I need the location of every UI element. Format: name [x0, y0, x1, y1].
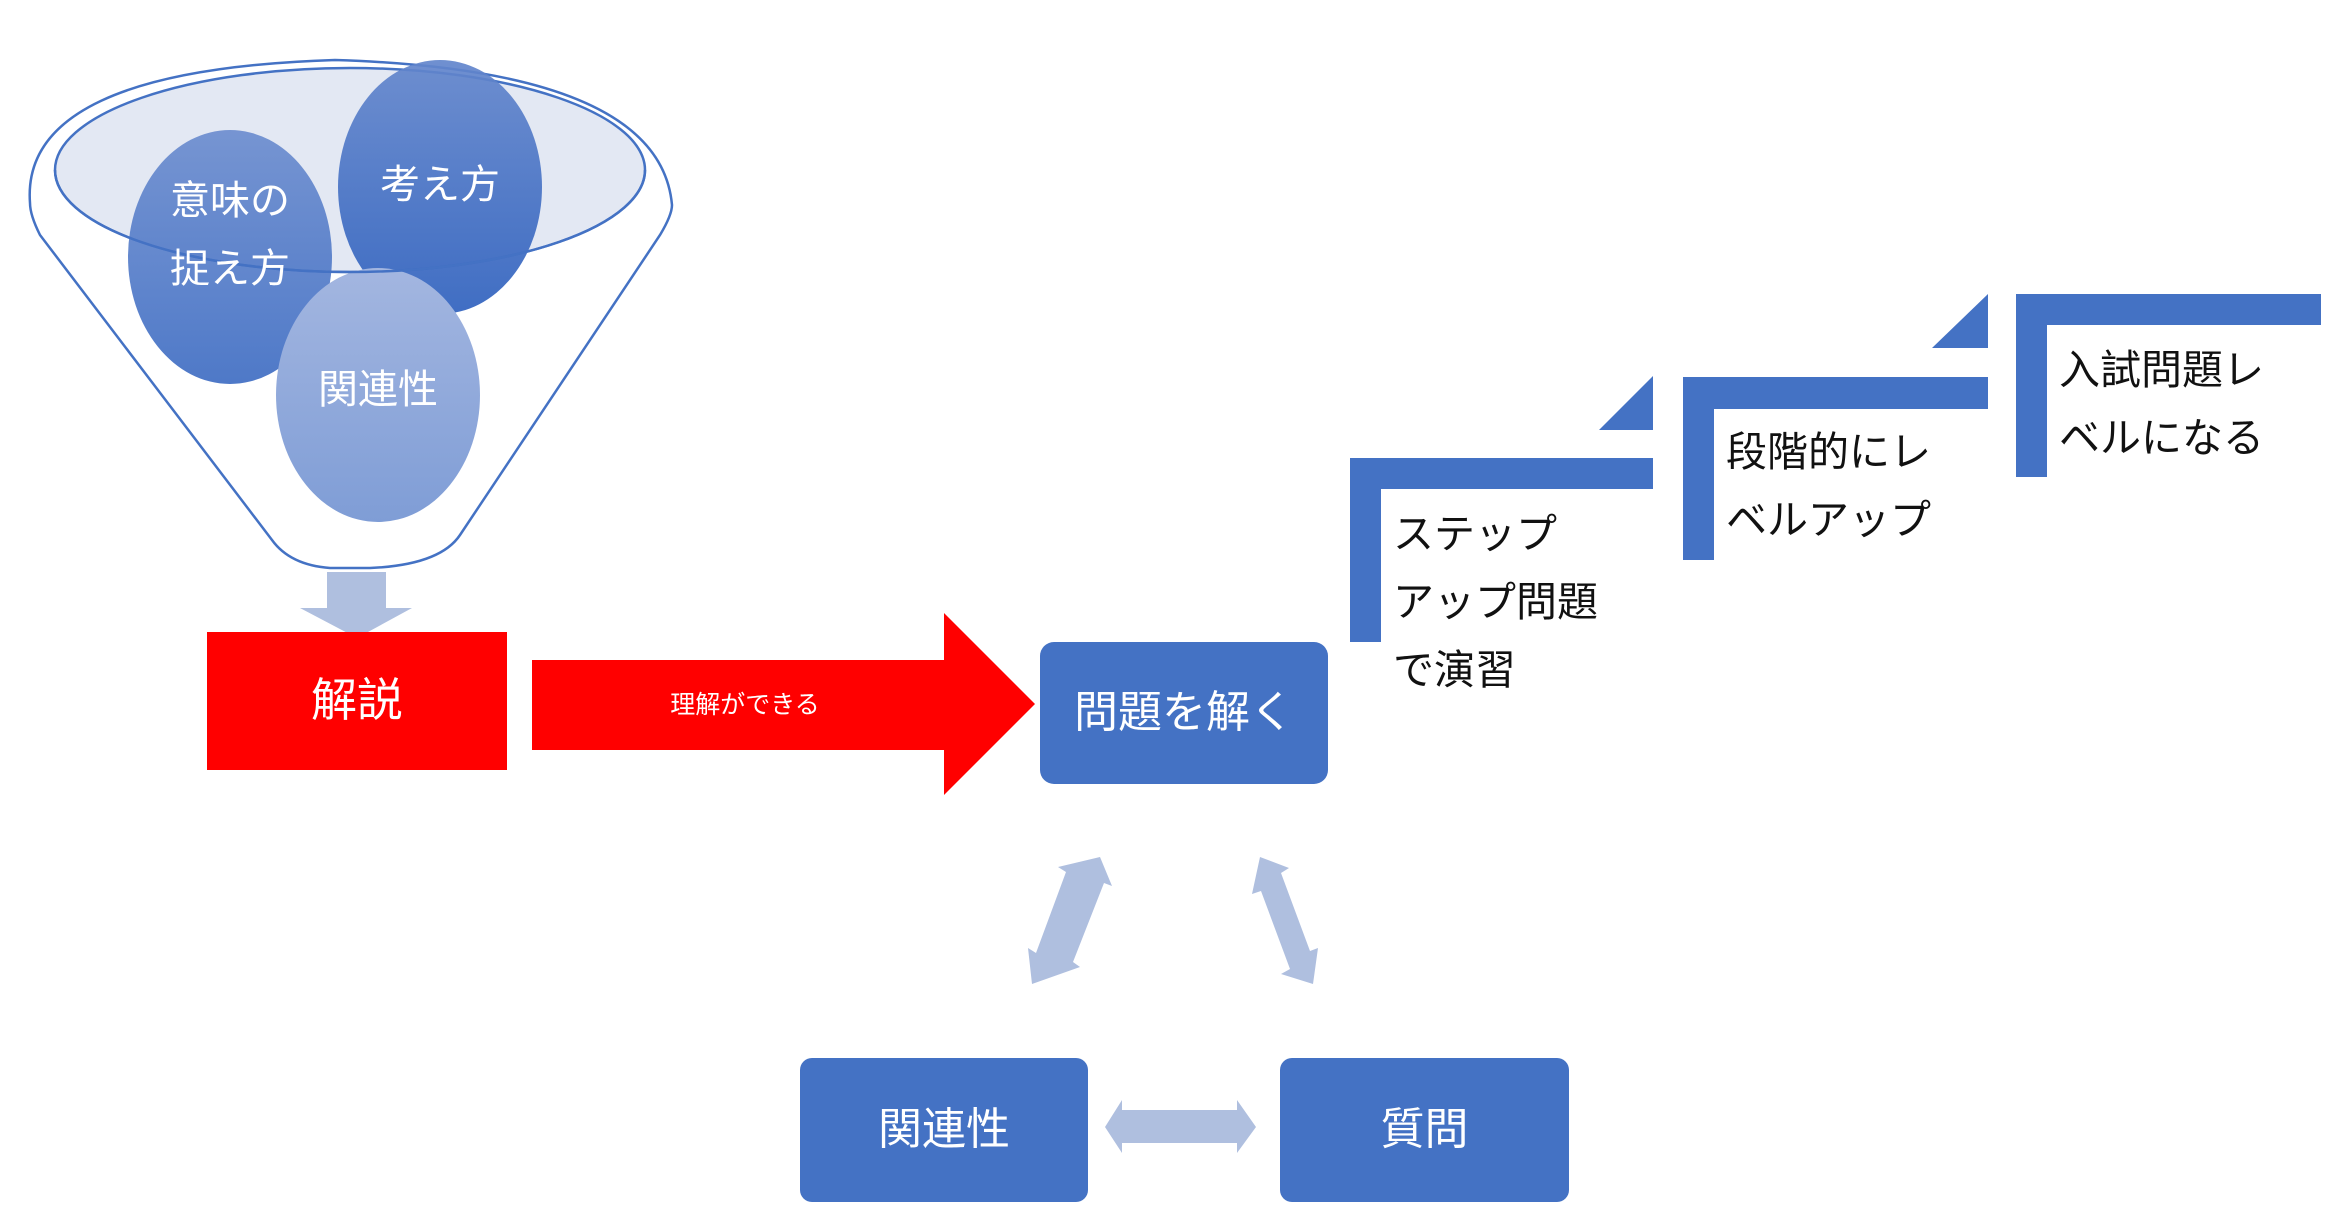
explanation-label: 解説: [311, 673, 403, 728]
down-arrow: [300, 572, 412, 638]
circle-meaning: [128, 130, 332, 384]
circle-relation: [276, 268, 480, 522]
stair-2-bracket: [1683, 377, 1988, 560]
solve-box[interactable]: [1040, 642, 1328, 784]
bidirectional-arrow-left-diagonal: [1028, 857, 1112, 984]
question-box-label: 質問: [1380, 1103, 1469, 1155]
funnel-rim-overlay: [53, 169, 647, 274]
main-arrow: [532, 613, 1035, 795]
stair-2-label: 段階的にレ ベルアップ: [1726, 428, 1931, 544]
circle-thinking-label: 考え方: [380, 162, 500, 208]
stair-1-triangle: [1599, 376, 1653, 430]
stair-3-bracket: [2016, 294, 2321, 477]
stair-1-bracket: [1350, 458, 1653, 642]
circle-relation-label: 関連性: [318, 367, 438, 413]
circle-thinking: [338, 60, 542, 314]
stair-2-triangle: [1932, 294, 1988, 348]
stair-3-label: 入試問題レ ベルになる: [2059, 346, 2264, 462]
solve-label: 問題を解く: [1074, 686, 1294, 738]
relation-box[interactable]: [800, 1058, 1088, 1202]
question-box[interactable]: [1280, 1058, 1569, 1202]
circle-meaning-label: 意味の 捉え方: [170, 178, 290, 292]
cycle-arrows: [1028, 857, 1318, 1153]
funnel: [28, 58, 674, 570]
stair-1-label: ステップ アップ問題 で演習: [1393, 510, 1598, 694]
explanation-box: [207, 632, 507, 770]
relation-box-label: 関連性: [878, 1103, 1010, 1155]
bidirectional-arrow-horizontal: [1105, 1100, 1256, 1153]
main-arrow-label: 理解ができる: [670, 689, 820, 719]
bidirectional-arrow-right-diagonal: [1252, 857, 1318, 984]
staircase: [1350, 294, 2321, 642]
